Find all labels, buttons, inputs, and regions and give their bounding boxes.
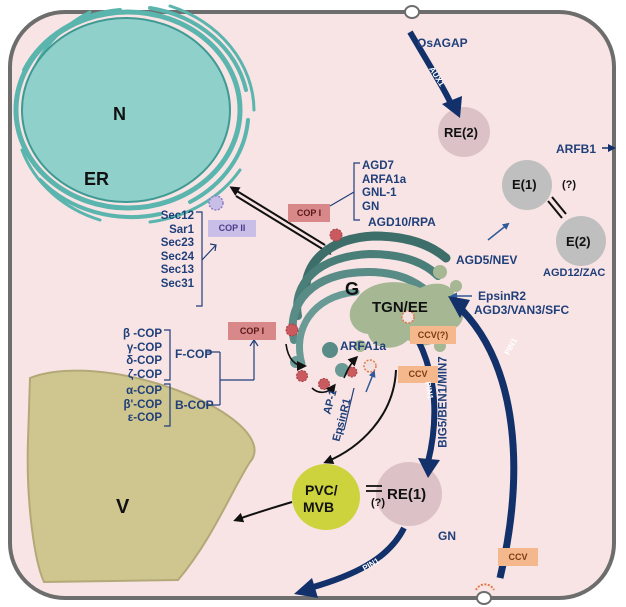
- fcop-list-item: β -COP: [123, 328, 162, 340]
- pvc-mvb: [292, 464, 360, 530]
- copii-list-item: Sar1: [169, 223, 194, 236]
- fcop-list: β -COP γ-COP δ-COP ζ-COP: [106, 328, 162, 382]
- bcop-list-item: α-COP: [126, 385, 162, 397]
- copi-left-box: COP I: [228, 322, 276, 340]
- tgn-ee-label: TGN/EE: [372, 299, 428, 316]
- fcop-list-item: γ-COP: [126, 341, 162, 354]
- copi-top-box: COP I: [288, 204, 330, 222]
- membrane-notch-bottom: [476, 591, 492, 605]
- copii-list-item: Sec24: [160, 250, 194, 263]
- ccv-bottom-label: CCV: [508, 551, 528, 562]
- bcop-label: B-COP: [175, 398, 214, 412]
- copii-box: COP II: [208, 220, 256, 237]
- q-e-label: (?): [562, 179, 577, 191]
- osagap-arrowhead: [442, 96, 462, 118]
- osagap-label: OsAGAP: [417, 36, 468, 50]
- vacuole-label: V: [116, 496, 130, 518]
- ccv-mid-label: CCV: [408, 369, 428, 379]
- copi-list-item: AGD7: [362, 160, 394, 172]
- ccv-vesicle-tgn: [401, 310, 415, 324]
- e-link-1: [547, 200, 563, 219]
- copii-bracket: [196, 211, 217, 307]
- copi-top-bracket: [329, 162, 360, 221]
- fcop-list-item: ζ-COP: [127, 368, 162, 381]
- e2-label: E(2): [566, 234, 591, 249]
- bcop-list-item: ε-COP: [127, 412, 162, 424]
- re2: [438, 107, 490, 157]
- ap1-bracket: [337, 387, 355, 431]
- golgi-to-er-arrow: [229, 186, 326, 246]
- arfa1a-label: ARFA1a: [340, 339, 387, 353]
- copii-list-item: Sec13: [160, 264, 194, 276]
- e1: [502, 160, 552, 210]
- copii-list: Sec12 Sar1 Sec23 Sec24 Sec13 Sec31: [136, 210, 194, 291]
- copii-list-item: Sec12: [160, 210, 194, 222]
- vacuole: [26, 369, 256, 584]
- ccv-bottom-box: CCV: [498, 548, 538, 566]
- pin1-arrowhead-tgn-re1: [418, 458, 440, 478]
- big5-label: BIG5/BEN1/MIN7: [437, 356, 450, 448]
- golgi-label: G: [345, 279, 360, 299]
- fcop-list-item: δ-COP: [126, 355, 162, 367]
- pvc-to-vacuole-arrow: [233, 501, 293, 523]
- ccv-mid-box: CCV: [398, 366, 438, 383]
- pin1-arrow-pm-tgn: [459, 307, 518, 579]
- copi-left-label: COP I: [239, 325, 265, 336]
- copii-list-item: Sec31: [160, 277, 194, 290]
- epsinr2-label: EpsinR2: [478, 289, 527, 303]
- e-link-2: [551, 196, 567, 215]
- copii-vesicle: [208, 195, 224, 211]
- membrane-notch-top: [404, 5, 420, 19]
- nucleus: [21, 17, 231, 203]
- pin1-arrowhead-re1-pm: [294, 578, 318, 598]
- copi-list-item: ARFA1a: [362, 173, 407, 186]
- pvc-label-2: MVB: [303, 499, 335, 515]
- bcop-list: α-COP β'-COP ε-COP: [106, 385, 162, 426]
- to-e1-arrow: [487, 222, 510, 241]
- re1: [376, 462, 442, 526]
- re2-label: RE(2): [444, 125, 478, 140]
- pin1-arrow-tgn-re1: [415, 338, 438, 463]
- copi-cycle-arrows: [285, 343, 359, 395]
- nucleus-label: N: [113, 104, 126, 124]
- ccv-vesicle-pm: [475, 583, 495, 591]
- tgn-to-pvc-arrow: [323, 369, 397, 464]
- re1-label: RE(1): [387, 486, 427, 503]
- pvc-label-1: PVC/: [305, 482, 338, 498]
- pin1-arrowhead-pm-tgn: [448, 296, 470, 318]
- ccv-q-label: CCV(?): [417, 329, 449, 340]
- e1-label: E(1): [512, 177, 537, 192]
- arfb1-label: ARFB1: [556, 142, 597, 156]
- pin1-arrow-re1-pm: [309, 526, 407, 591]
- copi-vesicles: [285, 228, 358, 390]
- q-re-label: (?): [371, 497, 386, 509]
- golgi-stack: [288, 231, 451, 368]
- agd12-label: AGD12/ZAC: [543, 267, 606, 279]
- e2: [556, 216, 606, 266]
- ccv-vesicle-mid: [363, 359, 377, 373]
- agd5-label: AGD5/NEV: [456, 253, 518, 267]
- er-to-golgi-arrow: [235, 195, 332, 255]
- agd3-label: AGD3/VAN3/SFC: [474, 303, 570, 317]
- bcop-list-item: β'-COP: [123, 398, 162, 411]
- gn-label: GN: [438, 529, 456, 543]
- copii-label: COP II: [218, 223, 246, 233]
- copi-top-label: COP I: [296, 207, 322, 218]
- copi-list-item: GNL-1: [362, 187, 397, 199]
- cop-left-bracket: [164, 329, 259, 427]
- er-strips: [13, 4, 256, 224]
- ccv-q-box: CCV(?): [410, 326, 456, 344]
- agd10-label: AGD10/RPA: [368, 215, 436, 229]
- fcop-label: F-COP: [175, 347, 213, 361]
- copii-list-item: Sec23: [160, 237, 194, 249]
- er-label: ER: [84, 169, 110, 189]
- copi-list-item: GN: [362, 200, 380, 213]
- arfa1a-arrow: [365, 370, 376, 393]
- copi-top-list: AGD7 ARFA1a GNL-1 GN: [362, 160, 406, 214]
